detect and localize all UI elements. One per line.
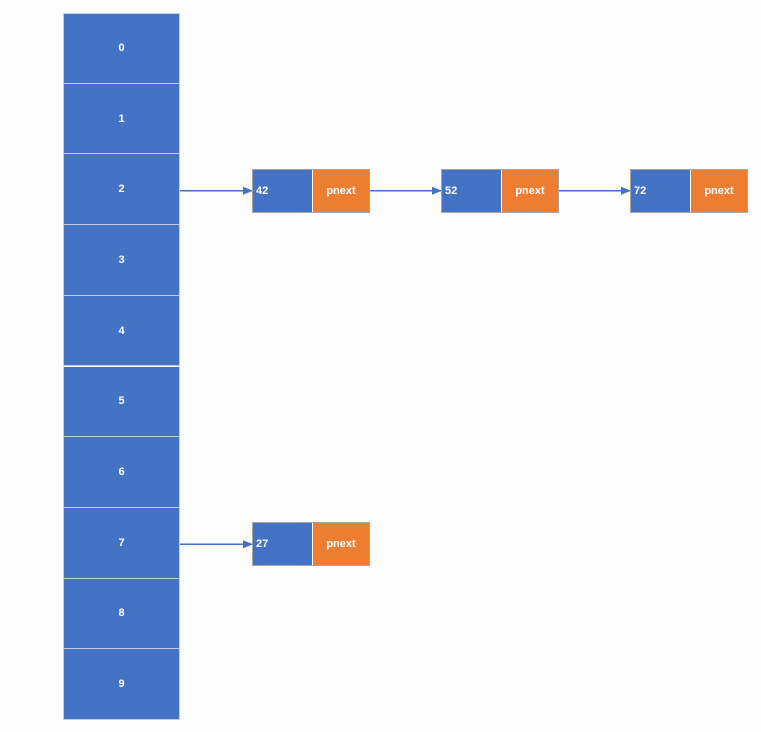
bucket-2: 2 — [63, 154, 180, 226]
node-pointer: pnext — [313, 169, 369, 212]
node-value: 72 — [631, 169, 691, 212]
bucket-0: 0 — [63, 13, 180, 84]
bucket-1: 1 — [63, 83, 180, 155]
bucket-9: 9 — [63, 649, 180, 720]
node-value: 42 — [253, 169, 313, 212]
node-pointer: pnext — [502, 169, 558, 212]
bucket-5: 5 — [63, 366, 180, 438]
bucket-4: 4 — [63, 295, 180, 367]
bucket-8: 8 — [63, 578, 180, 650]
node-value: 52 — [442, 169, 502, 212]
node-pointer: pnext — [313, 523, 369, 566]
bucket-6: 6 — [63, 437, 180, 508]
node-pointer: pnext — [691, 169, 747, 212]
bucket-3: 3 — [63, 225, 180, 296]
bucket-7: 7 — [63, 507, 180, 579]
node-value: 27 — [253, 523, 313, 566]
